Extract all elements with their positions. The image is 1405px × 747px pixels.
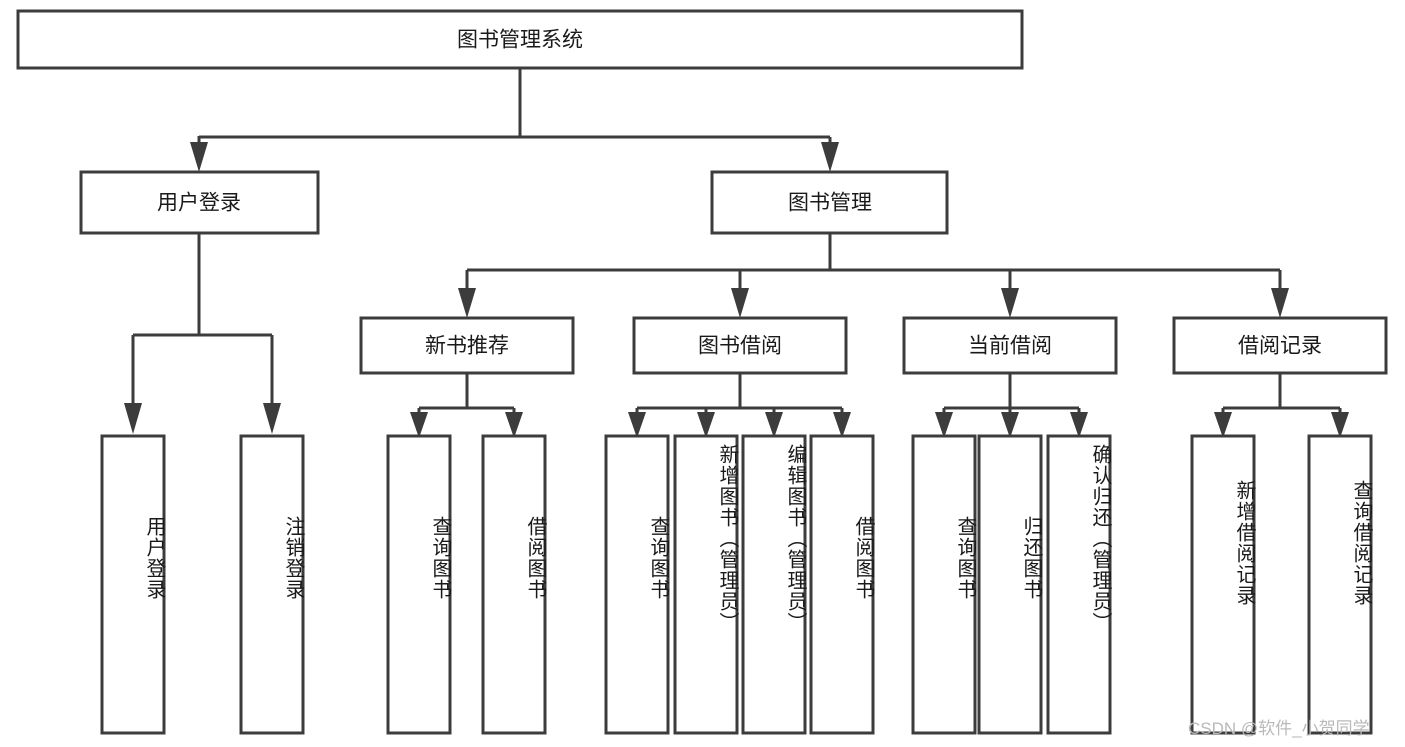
- arrowhead-br-leaf-1: [1214, 412, 1232, 438]
- arrowhead-book-borrow: [731, 288, 749, 318]
- arrowhead-borrow-record: [1271, 288, 1289, 318]
- leaf-box-logout[interactable]: [239, 434, 305, 735]
- borrow-record-label: 借阅记录: [1238, 335, 1322, 358]
- arrowhead-bb-leaf-4: [833, 412, 851, 438]
- arrowhead-cb-leaf-2: [1001, 412, 1019, 438]
- arrowhead-cb-leaf-3: [1070, 412, 1088, 438]
- leaf-box-bb-add-book[interactable]: [673, 434, 739, 735]
- node-new-book-recommend[interactable]: 新书推荐: [359, 316, 575, 375]
- node-book-manage[interactable]: 图书管理: [710, 170, 949, 235]
- new-book-recommend-box[interactable]: [359, 316, 575, 375]
- leaf-box-br-add-record[interactable]: [1190, 434, 1256, 735]
- arrowhead-current-borrow: [1001, 288, 1019, 318]
- node-root[interactable]: 图书管理系统: [16, 9, 1024, 70]
- node-book-borrow[interactable]: 图书借阅: [632, 316, 848, 375]
- leaf-box-cb-return-book[interactable]: [977, 434, 1043, 735]
- leaf-box-user-login[interactable]: [100, 434, 166, 735]
- current-borrow-label: 当前借阅: [968, 335, 1052, 358]
- arrowhead-br-leaf-2: [1331, 412, 1349, 438]
- arrowhead-nbr-leaf-1: [410, 412, 428, 438]
- root-box[interactable]: [16, 9, 1024, 70]
- book-manage-box[interactable]: [710, 170, 949, 235]
- arrowhead-leaf-logout: [263, 403, 281, 434]
- node-current-borrow[interactable]: 当前借阅: [902, 316, 1118, 375]
- csdn-watermark: CSDN @软件_小贺同学: [1188, 719, 1370, 738]
- node-user-login[interactable]: 用户登录: [79, 170, 320, 235]
- arrowhead-bb-leaf-2: [697, 412, 715, 438]
- arrowhead-bb-leaf-1: [628, 412, 646, 438]
- arrowhead-cb-leaf-1: [935, 412, 953, 438]
- book-borrow-label: 图书借阅: [698, 335, 782, 358]
- arrowhead-nbr-leaf-2: [505, 412, 523, 438]
- node-borrow-record[interactable]: 借阅记录: [1172, 316, 1388, 375]
- arrowhead-new-book-recommend: [458, 288, 476, 318]
- user-login-label: 用户登录: [157, 192, 241, 215]
- leaf-box-bb-query-book[interactable]: [604, 434, 670, 735]
- arrowhead-leaf-user-login: [124, 403, 142, 434]
- new-book-recommend-label: 新书推荐: [425, 335, 509, 358]
- leaf-box-nbr-query-book[interactable]: [386, 434, 452, 735]
- arrowhead-bb-leaf-3: [765, 412, 783, 438]
- leaf-box-br-query-record[interactable]: [1307, 434, 1373, 735]
- root-label: 图书管理系统: [457, 29, 583, 52]
- leaf-box-nbr-borrow-book[interactable]: [481, 434, 547, 735]
- leaf-box-bb-borrow-book[interactable]: [809, 434, 875, 735]
- leaf-box-cb-query-book[interactable]: [911, 434, 977, 735]
- leaf-box-cb-confirm-return[interactable]: [1046, 434, 1112, 735]
- arrowhead-book-manage: [821, 142, 839, 172]
- book-manage-label: 图书管理: [788, 192, 872, 215]
- leaf-box-bb-edit-book[interactable]: [741, 434, 807, 735]
- arrowhead-user-login: [190, 142, 208, 172]
